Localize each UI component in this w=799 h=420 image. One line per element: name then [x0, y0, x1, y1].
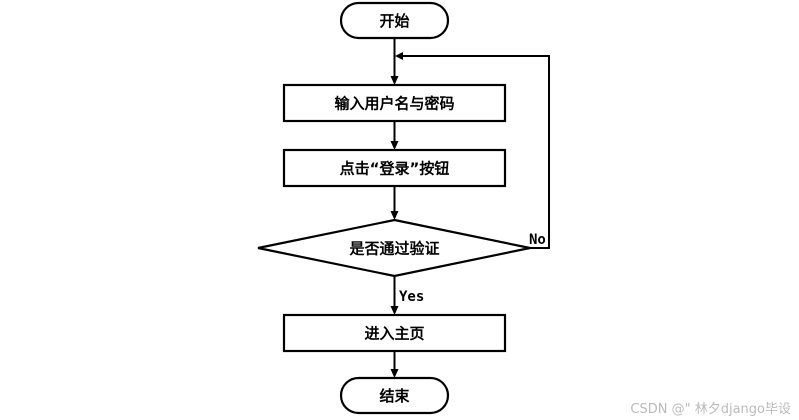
input-credentials-node: 输入用户名与密码 [282, 83, 507, 123]
input-credentials-shape [282, 83, 507, 123]
edge-no-loop [403, 55, 550, 249]
enter-homepage-node: 进入主页 [282, 313, 507, 353]
decision-label: 是否通过验证 [348, 240, 439, 258]
arrowhead-decision [390, 211, 399, 220]
end-label: 结束 [379, 387, 410, 405]
end-node: 结束 [339, 376, 450, 415]
arrowhead-end [390, 369, 399, 378]
arrowhead-click [390, 141, 399, 150]
enter-homepage-label: 进入主页 [364, 325, 424, 343]
arrowhead-no-loop [395, 52, 403, 60]
edge-label-yes: Yes [399, 289, 424, 305]
start-label: 开始 [379, 12, 409, 30]
end-shape [339, 376, 450, 415]
arrowhead-enter [390, 306, 399, 315]
click-login-node: 点击“登录”按钮 [282, 148, 507, 188]
decision-node: 是否通过验证 [257, 218, 531, 278]
arrowhead-input [390, 76, 399, 85]
watermark: CSDN @" 林夕django毕设 [630, 402, 791, 417]
input-credentials-label: 输入用户名与密码 [334, 95, 454, 113]
start-node: 开始 [339, 1, 450, 40]
click-login-label: 点击“登录”按钮 [340, 160, 450, 178]
edge-label-no: No [529, 232, 546, 248]
